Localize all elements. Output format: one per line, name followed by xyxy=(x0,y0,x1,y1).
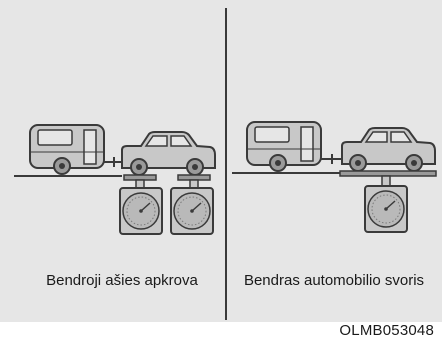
scale-dial-rear xyxy=(170,179,214,235)
figure-code: OLMB053048 xyxy=(339,322,434,339)
panel-divider xyxy=(225,8,227,320)
scale-dial-front xyxy=(119,179,163,235)
car xyxy=(341,127,436,172)
trailer xyxy=(246,121,322,172)
caption-gross-vehicle-weight: Bendras automobilio svoris xyxy=(243,272,425,289)
illustration xyxy=(14,121,437,235)
trailer xyxy=(29,124,105,175)
right-scene xyxy=(232,121,437,233)
scale-dial-total xyxy=(364,175,408,233)
left-scene xyxy=(14,124,216,235)
car xyxy=(121,131,216,176)
caption-axle-load: Bendroji ašies apkrova xyxy=(46,272,198,289)
